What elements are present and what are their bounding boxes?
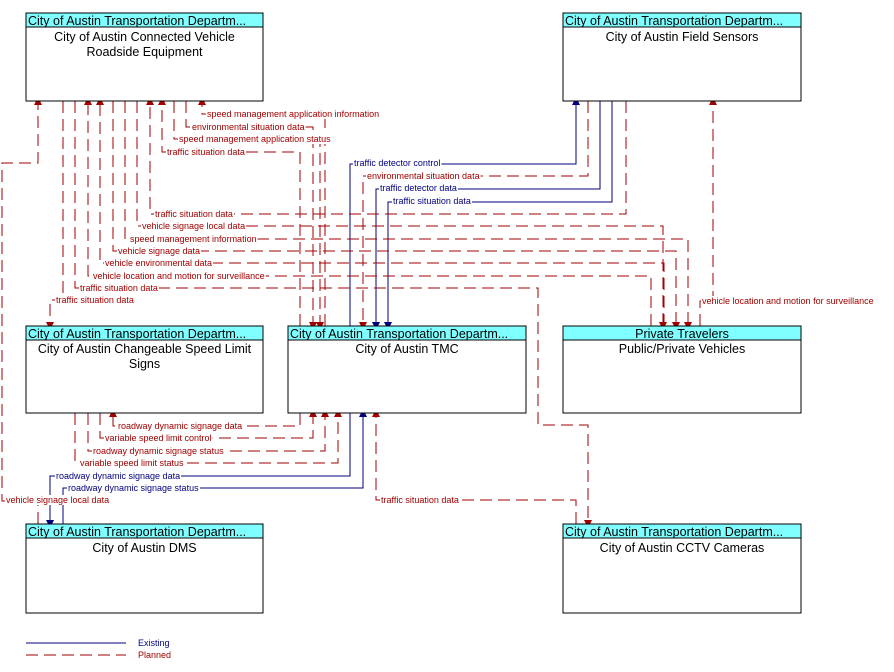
flow-label: variable speed limit control (105, 433, 212, 443)
flow-label: traffic situation data (381, 495, 459, 505)
flow-line (372, 409, 577, 524)
node-title: Signs (129, 357, 160, 371)
node-header: City of Austin Transportation Departm... (28, 14, 246, 28)
node-dms[interactable]: City of Austin Transportation Departm...… (25, 523, 264, 614)
flow-line (84, 97, 652, 326)
node-field-sensors[interactable]: City of Austin Transportation Departm...… (562, 12, 802, 102)
legend-planned-label: Planned (138, 650, 171, 660)
flow-label: traffic situation data (155, 209, 233, 219)
flow-label: traffic situation data (56, 295, 134, 305)
node-cctv-cameras[interactable]: City of Austin Transportation Departm...… (562, 523, 802, 614)
flow-label: vehicle signage local data (6, 495, 109, 505)
flow-line (185, 101, 317, 330)
legend-existing-label: Existing (138, 638, 170, 648)
flow-label: traffic situation data (393, 196, 471, 206)
node-tmc[interactable]: City of Austin Transportation Departm...… (287, 325, 527, 414)
flow-label: traffic situation data (167, 147, 245, 157)
flow-label: speed management application status (179, 134, 331, 144)
flow-line (699, 97, 717, 326)
flow-label: speed management information (130, 234, 257, 244)
node-title: City of Austin Connected Vehicle (54, 30, 235, 44)
node-header: City of Austin Transportation Departm... (28, 327, 246, 341)
flow-line (46, 101, 64, 330)
node-header: City of Austin Transportation Departm... (290, 327, 508, 341)
flow-line (112, 101, 680, 330)
node-title: City of Austin TMC (355, 342, 458, 356)
flow-line (62, 409, 367, 524)
flow-lines (1, 97, 717, 528)
flow-label: vehicle environmental data (105, 258, 212, 268)
flow-line (372, 101, 601, 330)
flow-labels: speed management application information… (5, 109, 875, 505)
flow-line (109, 409, 301, 427)
node-title: City of Austin DMS (92, 541, 196, 555)
flow-line (136, 101, 667, 330)
node-title: Roadside Equipment (86, 45, 203, 59)
flow-line (87, 409, 329, 452)
node-header: City of Austin Transportation Departm... (28, 525, 246, 539)
node-connected-vehicle-rse[interactable]: City of Austin Transportation Departm...… (25, 12, 264, 102)
flow-label: vehicle location and motion for surveill… (93, 271, 265, 281)
node-header: City of Austin Transportation Departm... (565, 525, 783, 539)
node-header: Private Travelers (635, 327, 729, 341)
flow-label: roadway dynamic signage status (93, 446, 224, 456)
node-header: City of Austin Transportation Departm... (565, 14, 783, 28)
flow-label: vehicle signage local data (142, 221, 245, 231)
flow-label: traffic detector data (380, 183, 457, 193)
flow-label: roadway dynamic signage data (118, 421, 242, 431)
legend: Existing Planned (26, 638, 171, 660)
flow-label: traffic situation data (80, 283, 158, 293)
flow-line (74, 101, 592, 528)
flow-label: variable speed limit status (80, 458, 184, 468)
node-title: Public/Private Vehicles (619, 342, 745, 356)
flow-line (74, 409, 342, 464)
flow-label: vehicle location and motion for surveill… (702, 296, 874, 306)
flow-line (146, 97, 627, 215)
flow-label: traffic detector control (354, 158, 440, 168)
flow-line (96, 97, 665, 326)
flow-line (1, 97, 42, 524)
flow-label: roadway dynamic signage data (56, 471, 180, 481)
flow-label: environmental situation data (192, 122, 305, 132)
node-title: City of Austin CCTV Cameras (600, 541, 765, 555)
flow-line (124, 101, 692, 330)
node-title: City of Austin Changeable Speed Limit (38, 342, 252, 356)
node-changeable-speed-limit-signs[interactable]: City of Austin Transportation Departm...… (25, 325, 264, 414)
flow-line (349, 97, 580, 326)
flow-label: speed management application information (207, 109, 379, 119)
node-public-private-vehicles[interactable]: Private Travelers Public/Private Vehicle… (562, 325, 802, 414)
flow-line (384, 101, 613, 330)
node-title: City of Austin Field Sensors (606, 30, 759, 44)
flow-label: roadway dynamic signage status (68, 483, 199, 493)
flow-label: environmental situation data (367, 171, 480, 181)
flow-label: vehicle signage data (118, 246, 200, 256)
